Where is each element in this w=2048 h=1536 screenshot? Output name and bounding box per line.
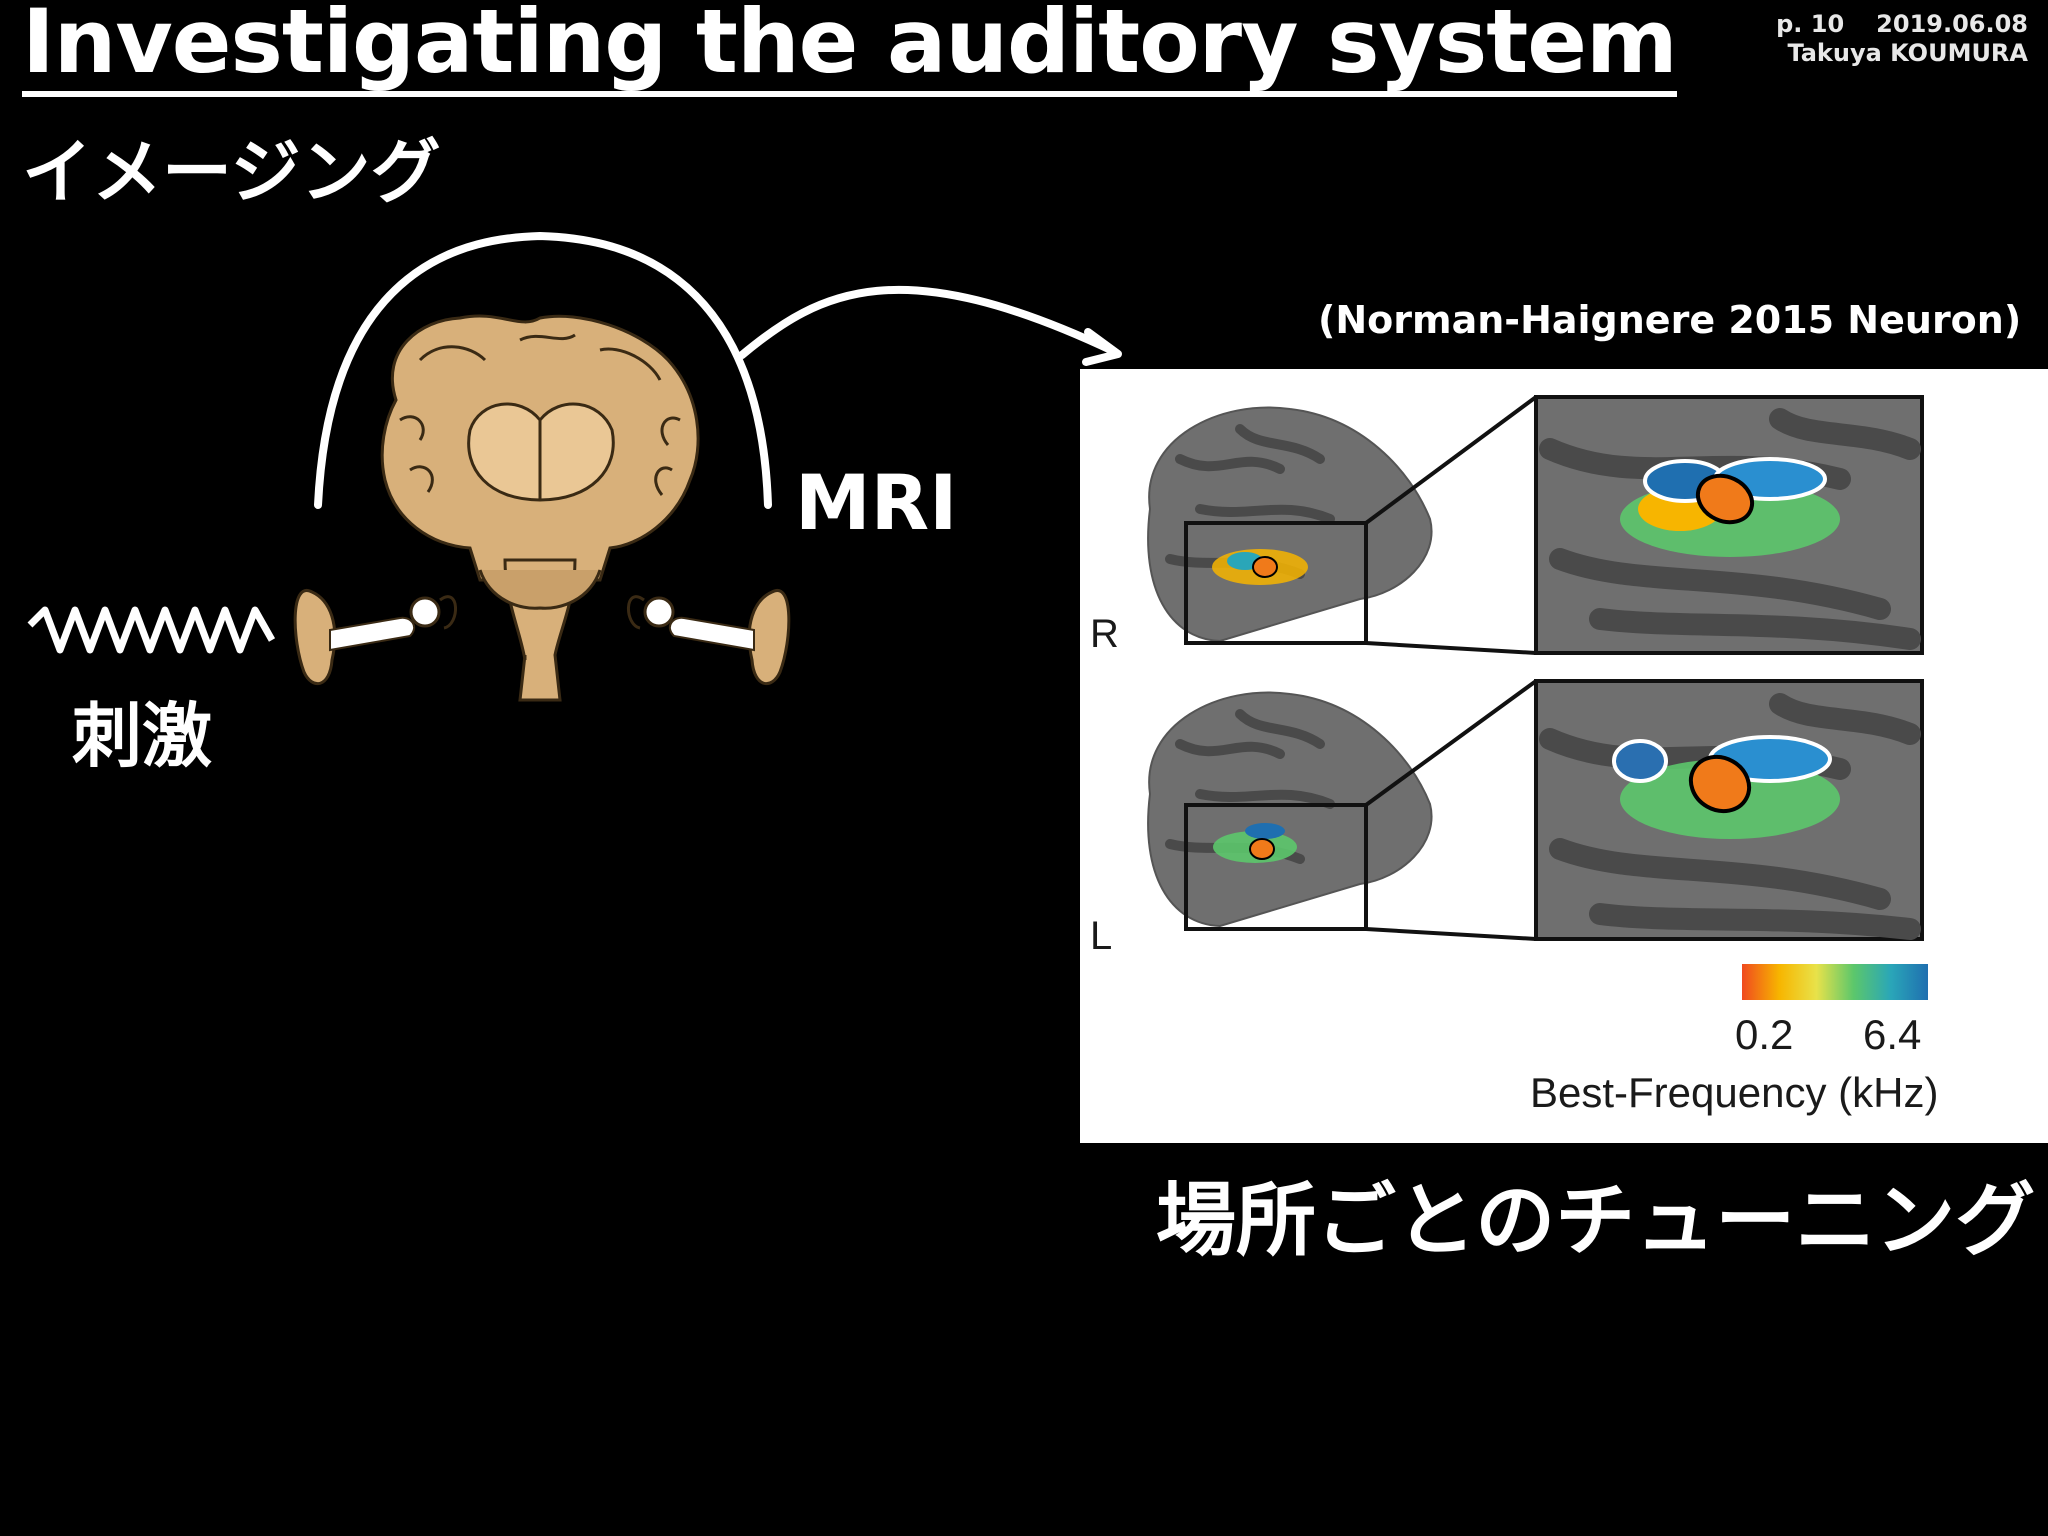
colorbar-title: Best-Frequency (kHz)	[1530, 1069, 1938, 1116]
colorbar-min-label: 0.2	[1735, 1011, 1793, 1058]
tonotopy-figure-svg: R L 0.2 6.4 Best-Frequency (kHz)	[1090, 395, 1938, 1116]
page-number: p. 10	[1776, 10, 1845, 38]
row-label-left: L	[1090, 914, 1112, 958]
slide-subtitle: イメージング	[22, 131, 441, 213]
mri-arc	[314, 231, 772, 509]
right-ear-icon	[627, 588, 791, 686]
colorbar	[1742, 964, 1928, 1000]
brain-surface-right: R	[1090, 395, 1924, 656]
row-label-right: R	[1090, 612, 1119, 656]
mri-label: MRI	[795, 458, 958, 547]
figure-citation: (Norman-Haignere 2015 Neuron)	[1318, 298, 2022, 342]
tonotopy-figure: R L 0.2 6.4 Best-Frequency (kHz)	[1080, 369, 2048, 1143]
arrow-icon	[738, 285, 1119, 359]
brain-icon	[380, 314, 700, 702]
slide-date: 2019.06.08	[1876, 10, 2028, 38]
colorbar-max-label: 6.4	[1863, 1011, 1921, 1058]
stimulus-label: 刺激	[72, 695, 212, 777]
slide-meta: p. 10 2019.06.08 Takuya KOUMURA	[1776, 10, 2028, 68]
sound-wave-icon	[27, 606, 276, 654]
arrowhead-icon	[1082, 328, 1122, 366]
brain-surface-left: L	[1090, 679, 1924, 958]
author: Takuya KOUMURA	[1787, 38, 2028, 67]
figure-caption: 場所ごとのチューニング	[1156, 1174, 2036, 1267]
slide-title: Investigating the auditory system	[22, 0, 1678, 97]
left-ear-icon	[293, 588, 457, 686]
